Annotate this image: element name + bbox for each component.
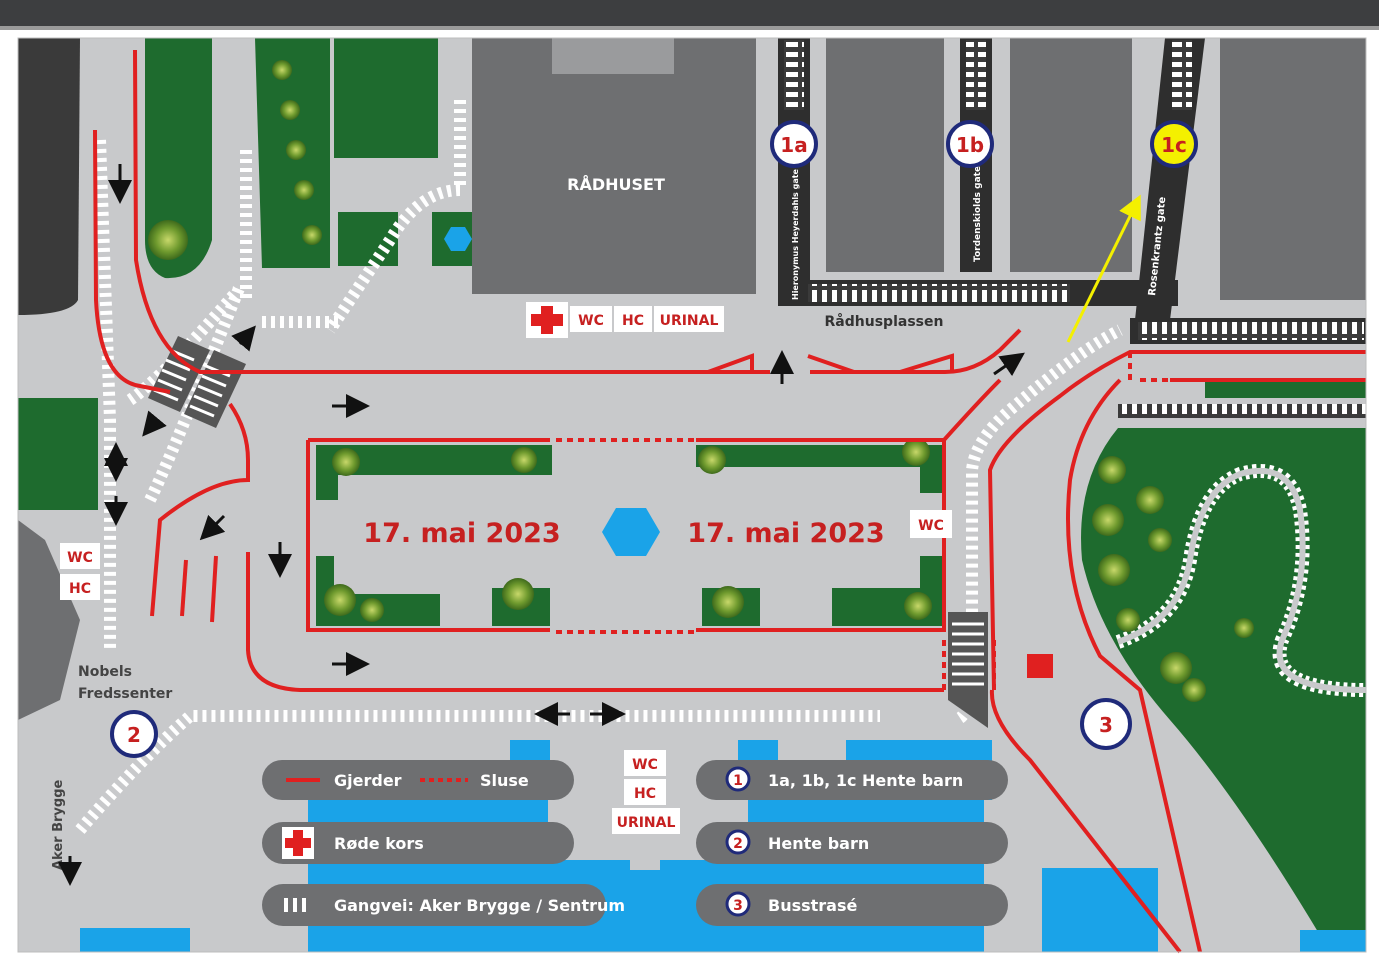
grass-area [338, 212, 398, 266]
wc-box [910, 510, 952, 538]
city-hall-label: RÅDHUSET [567, 175, 665, 194]
grass-area [18, 398, 98, 510]
legend-sluice-label: Sluse [480, 771, 529, 790]
yellow-arrow [1066, 194, 1141, 343]
hc-box [624, 779, 666, 805]
stop-2-label: 2 [127, 723, 141, 747]
legend: Gjerder Sluse Røde kors Gangvei: Aker Br… [262, 760, 1008, 926]
legend-red-cross-label: Røde kors [334, 834, 424, 853]
stop-1b[interactable]: 1b [946, 120, 994, 168]
flower-bed [696, 445, 942, 467]
hc-label: HC [69, 581, 91, 597]
wc-label: WC [632, 757, 658, 773]
legend-red-cross: Røde kors [262, 822, 574, 864]
bushes [148, 60, 1254, 702]
crosswalk [784, 40, 804, 110]
legend-stop-2-num: 2 [733, 836, 743, 852]
block [1010, 38, 1132, 272]
street-name-1a: Hieronymus Heyerdahls gate [791, 168, 800, 300]
block [826, 38, 944, 272]
legend-stop-3: 3 Busstrasé [696, 884, 1008, 926]
stop-1b-label: 1b [956, 133, 984, 157]
fences [93, 49, 1366, 954]
legend-fence-label: Gjerder [334, 771, 402, 790]
city-hall-building [472, 38, 756, 294]
crosswalks [148, 336, 988, 728]
legend-fence: Gjerder Sluse [262, 760, 574, 800]
legend-stop-3-label: Busstrasé [768, 896, 857, 915]
wc-label: WC [67, 550, 93, 566]
stop-3-label: 3 [1099, 713, 1113, 737]
hc-label: HC [634, 786, 656, 802]
square-label: Rådhusplassen [825, 313, 944, 330]
wc-box [624, 750, 666, 776]
fountain-icon [444, 227, 472, 251]
park-grass [1081, 428, 1366, 952]
top-bar [0, 0, 1379, 26]
legend-stops-1-label: 1a, 1b, 1c Hente barn [768, 771, 963, 790]
crosswalk [808, 284, 1070, 302]
nobel-label-line2: Fredssenter [78, 686, 172, 702]
left-building [18, 38, 80, 315]
urinal-label: URINAL [617, 815, 676, 831]
nobel-label-line1: Nobels [78, 664, 132, 680]
grass-strip [1205, 382, 1366, 398]
legend-stop-3-num: 3 [733, 898, 743, 914]
walkway [1118, 404, 1366, 418]
wc-label: WC [918, 518, 944, 534]
wc-label: WC [578, 313, 604, 329]
facilities-cityhall: WC HC URINAL [526, 302, 724, 338]
urinal-box [612, 808, 680, 834]
nobel-building [18, 520, 80, 720]
marker-square [1027, 654, 1053, 678]
legend-walkway: Gangvei: Aker Brygge / Sentrum [262, 884, 625, 926]
fountain-icon [602, 508, 660, 556]
wc-box [60, 543, 100, 569]
legend-stop-2-label: Hente barn [768, 834, 869, 853]
stop-1a[interactable]: 1a [770, 120, 818, 168]
hc-box [60, 574, 100, 600]
stop-1c-label: 1c [1161, 133, 1187, 157]
block [1220, 38, 1366, 300]
crosswalk [1138, 322, 1364, 340]
grass-area [334, 38, 438, 158]
event-label-left: 17. mai 2023 [363, 518, 560, 549]
grass-area [145, 38, 212, 279]
crosswalk [1172, 40, 1192, 110]
direction-arrows [58, 164, 1025, 886]
legend-stops-1: 1 1a, 1b, 1c Hente barn [696, 760, 1008, 800]
hc-label: HC [622, 313, 644, 329]
stop-1a-label: 1a [780, 133, 807, 157]
legend-stop-2: 2 Hente barn [696, 822, 1008, 864]
event-label-right: 17. mai 2023 [687, 518, 884, 549]
aker-brygge-label: Aker Brygge [51, 779, 66, 870]
street-name-1b: Tordenskiolds gate [973, 166, 983, 262]
stop-1c[interactable]: 1c [1150, 120, 1198, 168]
legend-stop-1-num: 1 [733, 773, 743, 789]
urinal-label: URINAL [660, 313, 719, 329]
legend-walkway-label: Gangvei: Aker Brygge / Sentrum [334, 896, 625, 915]
stop-3[interactable]: 3 [1080, 698, 1132, 750]
stop-2[interactable]: 2 [110, 710, 158, 758]
crosswalk [966, 40, 986, 110]
sluices [556, 352, 1170, 690]
